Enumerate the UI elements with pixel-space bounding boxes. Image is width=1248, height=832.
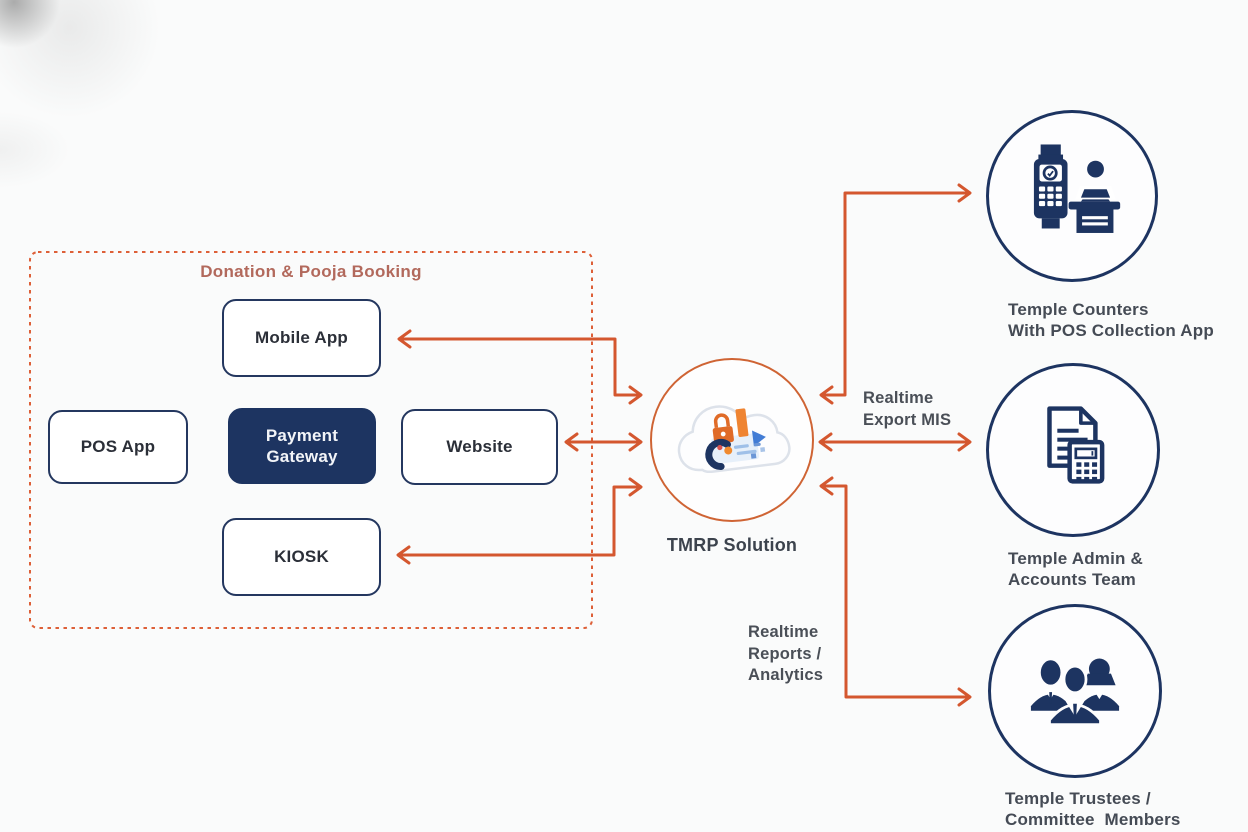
temple-counters-node xyxy=(986,110,1158,282)
payment-gateway-box: Payment Gateway xyxy=(228,408,376,484)
realtime-reports-line2: Reports / xyxy=(748,644,822,663)
temple-counters-label: Temple Counters With POS Collection App xyxy=(1008,299,1214,341)
temple-counters-label-line1: Temple Counters xyxy=(1008,300,1149,319)
temple-trustees-label-line1: Temple Trustees / xyxy=(1005,789,1151,808)
arrow-hub-trustees xyxy=(821,484,970,699)
people-group-icon xyxy=(1030,658,1120,727)
realtime-reports-analytics-label: Realtime Reports / Analytics xyxy=(748,622,823,687)
arrow-mobile-hub xyxy=(399,337,641,397)
temple-admin-label-line1: Temple Admin & xyxy=(1008,549,1144,568)
arrow-kiosk-hub xyxy=(398,485,641,557)
temple-trustees-label: Temple Trustees / Committee Members xyxy=(1005,788,1181,830)
kiosk-box: KIOSK xyxy=(222,518,381,596)
kiosk-label: KIOSK xyxy=(274,547,329,567)
pos-app-box: POS App xyxy=(48,410,188,484)
realtime-export-mis-label: Realtime Export MIS xyxy=(863,388,951,431)
realtime-export-mis-line2: Export MIS xyxy=(863,410,952,429)
temple-admin-label: Temple Admin & Accounts Team xyxy=(1008,548,1143,590)
arrow-hub-counters xyxy=(821,191,970,397)
website-box: Website xyxy=(401,409,558,485)
document-calculator-icon xyxy=(1047,406,1105,484)
mobile-app-label: Mobile App xyxy=(255,328,348,348)
realtime-reports-line1: Realtime xyxy=(748,623,819,641)
booking-group-title: Donation & Pooja Booking xyxy=(200,262,422,281)
realtime-export-mis-line1: Realtime xyxy=(863,389,934,407)
pos-terminal-and-cashier-icon xyxy=(1033,144,1121,233)
temple-trustees-node xyxy=(988,604,1162,778)
mobile-app-box: Mobile App xyxy=(222,299,381,377)
website-label: Website xyxy=(446,437,513,457)
pos-app-label: POS App xyxy=(80,437,156,457)
tmrp-hub-circle xyxy=(650,358,814,522)
temple-trustees-label-line2: Committee Members xyxy=(1005,810,1181,829)
temple-admin-label-line2: Accounts Team xyxy=(1008,570,1136,589)
cloud-solution-icon xyxy=(677,405,791,474)
payment-gateway-label: Payment Gateway xyxy=(265,425,339,466)
tmrp-hub-label: TMRP Solution xyxy=(666,535,798,555)
temple-counters-label-line2: With POS Collection App xyxy=(1008,321,1214,340)
temple-admin-node xyxy=(986,363,1160,537)
realtime-reports-line3: Analytics xyxy=(748,666,824,684)
